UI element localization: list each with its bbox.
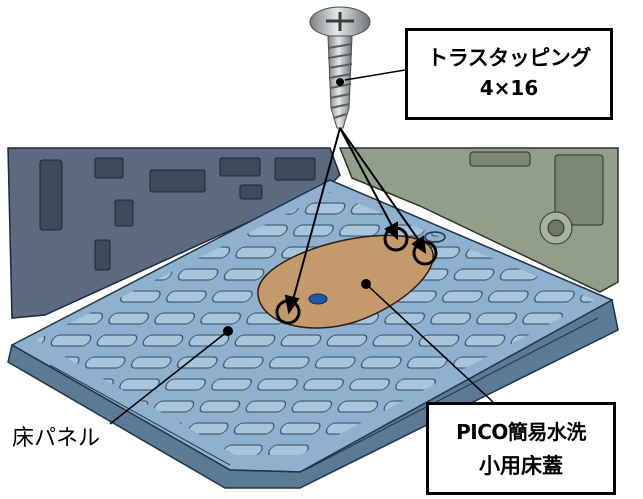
- screw-spec-callout: トラスタッピング 4×16: [405, 28, 613, 120]
- floor-label-leader: [109, 330, 229, 425]
- cover-drain-hole: [308, 293, 328, 305]
- screw-size: 4×16: [479, 76, 539, 100]
- cover-label-line2: 小用床蓋: [479, 454, 563, 478]
- screw-icon: [309, 6, 371, 129]
- floor-fitting: [424, 231, 446, 243]
- screw-name: トラスタッピング: [427, 46, 591, 70]
- floor-panel-label: 床パネル: [12, 426, 101, 451]
- side-wall-openings: [469, 151, 604, 245]
- side-wall: [338, 147, 619, 293]
- screw-arrows: [284, 127, 427, 315]
- screw-hole-circle: [412, 240, 438, 266]
- back-wall-openings: [39, 157, 316, 271]
- screw-label-leader: [344, 69, 406, 81]
- cover-label-line1: PICO簡易水洗: [456, 420, 586, 444]
- cover-callout: PICO簡易水洗 小用床蓋: [426, 402, 616, 495]
- floor-front-rail: [7, 298, 619, 489]
- cover-label-leader: [365, 283, 494, 403]
